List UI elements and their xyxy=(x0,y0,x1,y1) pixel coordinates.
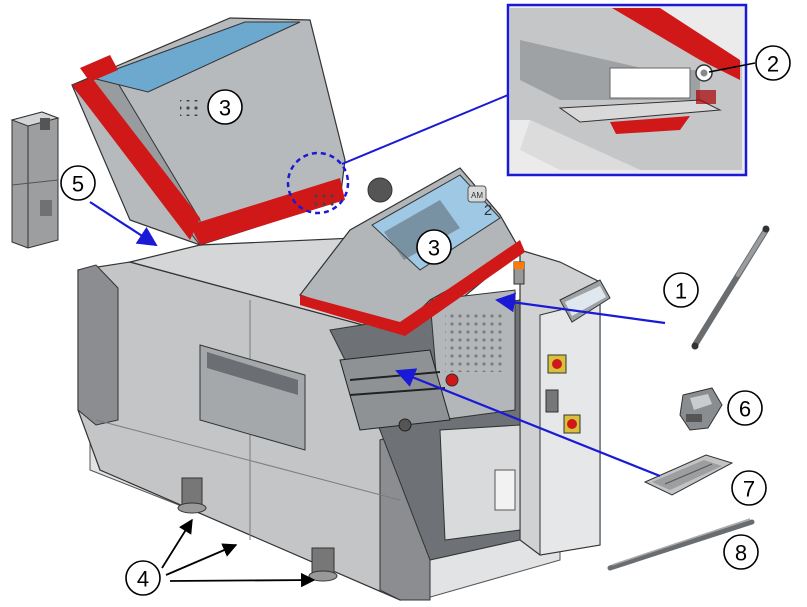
callout-4: 4 xyxy=(125,560,161,596)
machine-feet xyxy=(177,477,338,582)
svg-text:5: 5 xyxy=(72,172,84,197)
detail-inset xyxy=(506,3,748,177)
part-8 xyxy=(607,518,755,571)
hood-badge: AM xyxy=(471,191,483,200)
callout-6: 6 xyxy=(727,390,763,426)
leader-lines xyxy=(89,62,756,588)
callout-5: 5 xyxy=(60,165,96,201)
front-hood: AM 2 xyxy=(299,167,525,336)
gas-spring xyxy=(691,225,770,350)
svg-text:4: 4 xyxy=(137,567,149,592)
callout-1: 1 xyxy=(663,272,699,308)
svg-text:2: 2 xyxy=(767,52,779,77)
callout-3-hood: 3 xyxy=(207,89,243,125)
callout-7: 7 xyxy=(731,470,767,506)
inset-focus-ring xyxy=(286,151,350,215)
hood-number: 2 xyxy=(484,202,492,219)
callout-2: 2 xyxy=(755,45,791,81)
machine-body xyxy=(77,234,611,601)
svg-text:8: 8 xyxy=(735,541,747,566)
part-6 xyxy=(679,387,723,431)
svg-text:6: 6 xyxy=(739,397,751,422)
gripper-block xyxy=(10,111,60,249)
svg-text:3: 3 xyxy=(428,236,440,261)
svg-text:3: 3 xyxy=(219,96,231,121)
open-hood xyxy=(71,17,393,247)
part-7 xyxy=(643,454,734,496)
svg-text:1: 1 xyxy=(675,279,687,304)
callout-8: 8 xyxy=(723,534,759,570)
callout-3-front-hood: 3 xyxy=(416,229,452,265)
svg-text:7: 7 xyxy=(743,477,755,502)
